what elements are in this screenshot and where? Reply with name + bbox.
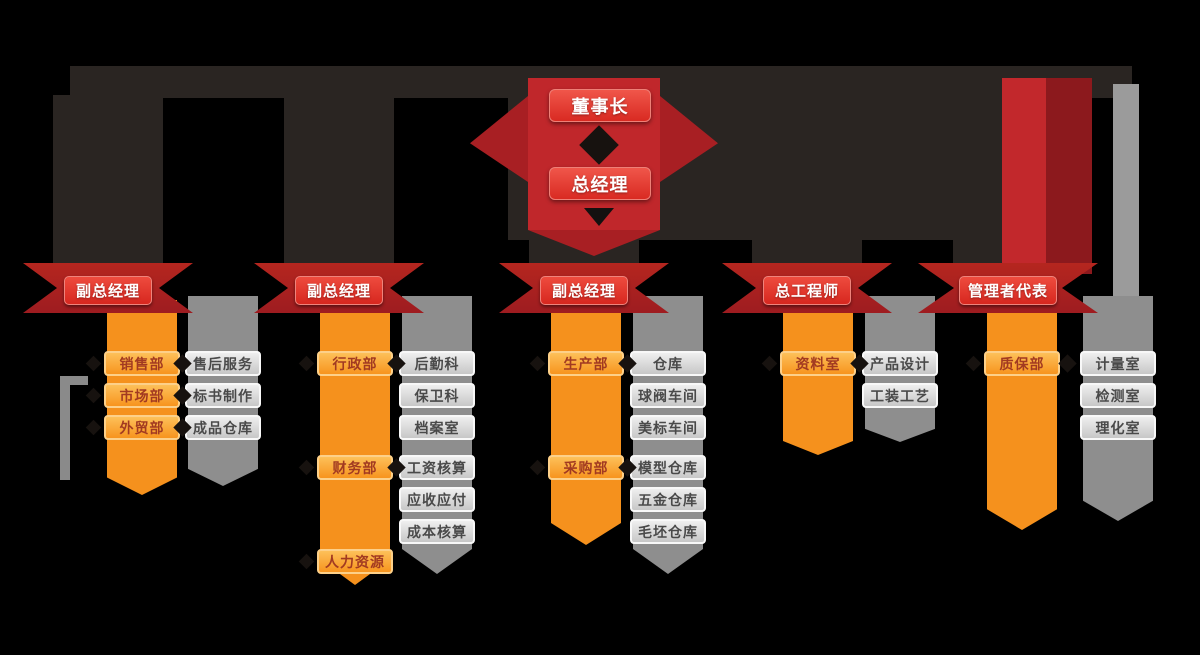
fold-diamond-icon (529, 355, 546, 372)
department-ribbon (551, 300, 621, 545)
right-gray-ribbon (1113, 84, 1139, 306)
fold-diamond-icon (85, 387, 102, 404)
fold-diamond-icon (85, 355, 102, 372)
office-node: 成本核算 (399, 519, 475, 544)
office-node: 工资核算 (399, 455, 475, 480)
department-node: 市场部 (104, 383, 180, 408)
office-node: 五金仓库 (630, 487, 706, 512)
office-node: 成品仓库 (185, 415, 261, 440)
node-chairman: 董事长 (549, 89, 651, 122)
department-node: 行政部 (317, 351, 393, 376)
office-node: 后勤科 (399, 351, 475, 376)
fold-diamond-icon (965, 355, 982, 372)
department-node: 人力资源 (317, 549, 393, 574)
left-gray-bracket (60, 376, 70, 480)
department-node: 财务部 (317, 455, 393, 480)
office-node: 售后服务 (185, 351, 261, 376)
left-gray-bracket-arm (60, 376, 88, 385)
department-node: 采购部 (548, 455, 624, 480)
branch-head: 副总经理 (295, 276, 383, 305)
office-node: 仓库 (630, 351, 706, 376)
office-node: 档案室 (399, 415, 475, 440)
department-ribbon (987, 300, 1057, 530)
branch-head: 副总经理 (540, 276, 628, 305)
department-node: 资料室 (780, 351, 856, 376)
branch-drop-ribbon (53, 95, 163, 267)
department-ribbon (320, 300, 390, 585)
department-node: 质保部 (984, 351, 1060, 376)
office-node: 产品设计 (862, 351, 938, 376)
fold-diamond-icon (761, 355, 778, 372)
office-node: 美标车间 (630, 415, 706, 440)
department-node: 外贸部 (104, 415, 180, 440)
department-node: 生产部 (548, 351, 624, 376)
office-node: 应收应付 (399, 487, 475, 512)
office-node: 保卫科 (399, 383, 475, 408)
department-node: 销售部 (104, 351, 180, 376)
fold-diamond-icon (298, 553, 315, 570)
diamond-connector-icon (1058, 354, 1077, 373)
top-red-wing-left (470, 96, 528, 182)
branch-head: 总工程师 (763, 276, 851, 305)
office-node: 理化室 (1080, 415, 1156, 440)
office-node: 模型仓库 (630, 455, 706, 480)
fold-diamond-icon (298, 355, 315, 372)
office-node: 球阀车间 (630, 383, 706, 408)
office-node: 标书制作 (185, 383, 261, 408)
office-node: 毛坯仓库 (630, 519, 706, 544)
branch-head: 副总经理 (64, 276, 152, 305)
fold-diamond-icon (529, 459, 546, 476)
department-ribbon (783, 300, 853, 455)
right-dark-red-ribbon (1046, 78, 1092, 274)
office-node: 工装工艺 (862, 383, 938, 408)
fold-diamond-icon (85, 419, 102, 436)
office-node: 检测室 (1080, 383, 1156, 408)
right-red-ribbon (1002, 78, 1046, 286)
node-general-manager: 总经理 (549, 167, 651, 200)
branch-head: 管理者代表 (959, 276, 1057, 305)
fold-diamond-icon (298, 459, 315, 476)
office-node: 计量室 (1080, 351, 1156, 376)
branch-drop-ribbon (284, 95, 394, 267)
office-ribbon (1083, 296, 1153, 521)
